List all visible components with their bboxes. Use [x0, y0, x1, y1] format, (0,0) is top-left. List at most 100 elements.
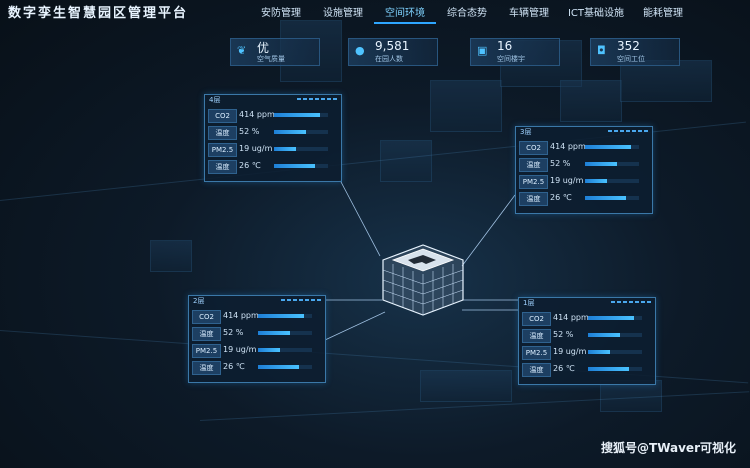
metric-bar: [274, 113, 320, 117]
metric-label: PM2.5: [192, 344, 221, 358]
nav-item-security[interactable]: 安防管理: [261, 8, 301, 19]
metric-bar: [588, 367, 629, 371]
metric-bar-track: [258, 314, 312, 318]
metric-value: 414 ppm: [550, 142, 586, 151]
metric-row-temperature: 温度 26 ℃: [208, 159, 336, 174]
nav-item-vehicle[interactable]: 车辆管理: [509, 8, 549, 19]
metric-row-pm25: PM2.5 19 ug/m: [522, 345, 650, 360]
app-title: 数字孪生智慧园区管理平台: [8, 6, 189, 21]
metric-bar-track: [274, 147, 328, 151]
metric-value: 19 ug/m: [223, 345, 257, 354]
metric-value: 414 ppm: [239, 110, 275, 119]
metric-label: 温度: [192, 361, 221, 375]
metric-row-humidity: 温度 52 %: [208, 125, 336, 140]
leaf-icon: ❦: [237, 44, 247, 57]
kpi-label: 空间楼宇: [497, 55, 525, 63]
metric-label: PM2.5: [522, 346, 551, 360]
metric-row-humidity: 温度 52 %: [522, 328, 650, 343]
metric-bar-track: [585, 145, 639, 149]
background-building: [560, 80, 622, 122]
metric-row-pm25: PM2.5 19 ug/m: [208, 142, 336, 157]
metric-bar-track: [588, 316, 642, 320]
kpi-label: 空间工位: [617, 55, 645, 63]
metric-value: 52 %: [239, 127, 260, 136]
metric-row-temperature: 温度 26 ℃: [522, 362, 650, 377]
metric-bar: [588, 350, 610, 354]
metric-bar: [274, 164, 315, 168]
floor-panel-4[interactable]: 4层 CO2 414 ppm 温度 52 % PM2.5 19 ug/m 温度 …: [204, 94, 342, 182]
metric-bar-track: [274, 164, 328, 168]
kpi-value: 优: [257, 41, 270, 55]
floor-panel-1[interactable]: 1层 CO2 414 ppm 温度 52 % PM2.5 19 ug/m 温度 …: [518, 297, 656, 385]
floor-panel-2[interactable]: 2层 CO2 414 ppm 温度 52 % PM2.5 19 ug/m 温度 …: [188, 295, 326, 383]
metric-row-temperature: 温度 26 ℃: [192, 360, 320, 375]
metric-bar: [258, 314, 304, 318]
metric-row-humidity: 温度 52 %: [192, 326, 320, 341]
metric-row-pm25: PM2.5 19 ug/m: [192, 343, 320, 358]
metric-row-pm25: PM2.5 19 ug/m: [519, 174, 647, 189]
kpi-people-in-park: ● 9,581 在园人数: [348, 38, 438, 66]
metric-value: 26 ℃: [550, 193, 572, 202]
metric-bar-track: [585, 162, 639, 166]
metric-label: 温度: [522, 329, 551, 343]
metric-value: 26 ℃: [223, 362, 245, 371]
floor-label: 4层: [205, 95, 341, 105]
metric-value: 52 %: [223, 328, 244, 337]
top-nav: 安防管理 设施管理 空间环境 综合态势 车辆管理 ICT基础设施 能耗管理: [250, 4, 694, 24]
metric-row-humidity: 温度 52 %: [519, 157, 647, 172]
metric-value: 414 ppm: [553, 313, 589, 322]
metric-label: 温度: [519, 158, 548, 172]
metric-row-co2: CO2 414 ppm: [208, 108, 336, 123]
metric-bar: [585, 196, 626, 200]
metric-value: 52 %: [553, 330, 574, 339]
metric-bar-track: [274, 113, 328, 117]
metric-label: CO2: [208, 109, 237, 123]
metric-bar-track: [258, 365, 312, 369]
metric-row-temperature: 温度 26 ℃: [519, 191, 647, 206]
metric-bar: [274, 130, 307, 134]
kpi-value: 16: [497, 39, 513, 53]
metric-label: PM2.5: [519, 175, 548, 189]
metric-label: 温度: [192, 327, 221, 341]
kpi-label: 在园人数: [375, 55, 403, 63]
metric-bar: [258, 365, 299, 369]
metric-bar-track: [258, 348, 312, 352]
metric-bar-track: [588, 333, 642, 337]
nav-item-energy[interactable]: 能耗管理: [643, 8, 683, 19]
metric-label: 温度: [522, 363, 551, 377]
person-icon: ●: [355, 44, 365, 57]
metric-bar-track: [588, 367, 642, 371]
metric-bar-track: [258, 331, 312, 335]
nav-item-overview[interactable]: 综合态势: [447, 8, 487, 19]
metric-bar-track: [274, 130, 328, 134]
metric-label: 温度: [519, 192, 548, 206]
kpi-workstations: ◘ 352 空间工位: [590, 38, 680, 66]
nav-item-space-environment[interactable]: 空间环境: [374, 4, 436, 24]
background-building: [430, 80, 502, 132]
metric-value: 19 ug/m: [553, 347, 587, 356]
metric-label: CO2: [192, 310, 221, 324]
building-icon: ▣: [477, 44, 488, 57]
metric-bar: [274, 147, 296, 151]
floor-label: 2层: [189, 296, 325, 306]
nav-item-facility[interactable]: 设施管理: [323, 8, 363, 19]
metric-bar: [585, 179, 607, 183]
metric-bar: [258, 348, 280, 352]
nav-item-ict[interactable]: ICT基础设施: [567, 8, 625, 19]
floor-panel-3[interactable]: 3层 CO2 414 ppm 温度 52 % PM2.5 19 ug/m 温度 …: [515, 126, 653, 214]
metric-label: 温度: [208, 126, 237, 140]
kpi-buildings: ▣ 16 空间楼宇: [470, 38, 560, 66]
metric-bar-track: [588, 350, 642, 354]
seat-icon: ◘: [597, 44, 606, 57]
metric-value: 414 ppm: [223, 311, 259, 320]
metric-bar: [588, 333, 621, 337]
metric-label: PM2.5: [208, 143, 237, 157]
metric-row-co2: CO2 414 ppm: [522, 311, 650, 326]
selected-building[interactable]: [378, 240, 468, 320]
kpi-air-quality: ❦ 优 空气质量: [230, 38, 320, 66]
background-building: [420, 370, 512, 402]
floor-label: 3层: [516, 127, 652, 137]
metric-label: CO2: [519, 141, 548, 155]
